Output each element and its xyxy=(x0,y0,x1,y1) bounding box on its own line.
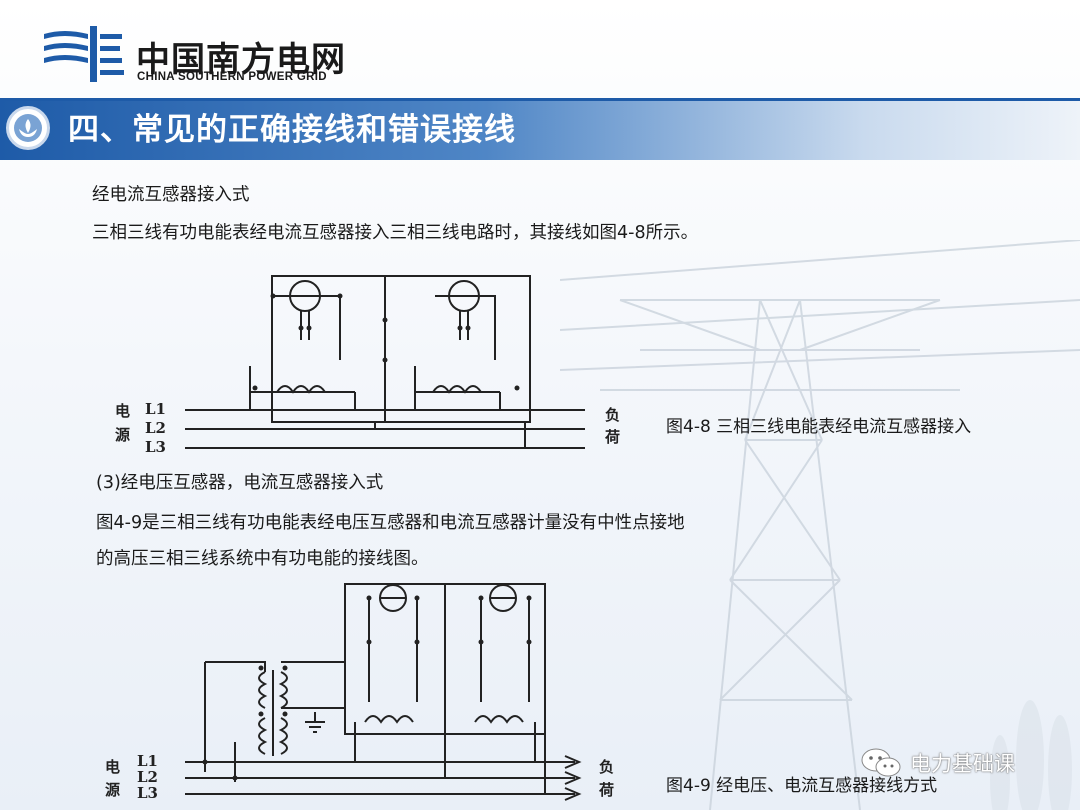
slide-title: 四、常见的正确接线和错误接线 xyxy=(68,112,516,148)
source-label-top: 电 xyxy=(115,402,130,420)
wiring-diagram-4-8: 电 源 L1 L2 L3 负 荷 xyxy=(115,275,620,456)
line-label-l1: L1 xyxy=(137,752,158,770)
figure-caption-4-9: 图4-9 经电压、电流互感器接线方式 xyxy=(666,776,938,796)
load-label-bottom: 荷 xyxy=(599,781,614,799)
line-label-l2: L2 xyxy=(145,419,166,437)
title-bullet-icon xyxy=(6,106,50,150)
csg-logo-icon xyxy=(44,26,124,82)
paragraph-5: 的高压三相三线系统中有功电能的接线图。 xyxy=(96,549,429,569)
paragraph-4: 图4-9是三相三线有功电能表经电压互感器和电流互感器计量没有中性点接地 xyxy=(96,513,685,533)
source-label-top: 电 xyxy=(105,758,120,776)
paragraph-2: 三相三线有功电能表经电流互感器接入三相三线电路时，其接线如图4-8所示。 xyxy=(92,223,699,243)
paragraph-1: 经电流互感器接入式 xyxy=(92,185,250,205)
watermark-text: 电力基础课 xyxy=(910,752,1015,776)
wechat-icon xyxy=(861,748,901,777)
line-label-l1: L1 xyxy=(145,400,166,418)
load-label-top: 负 xyxy=(599,758,614,776)
paragraph-3: (3)经电压互感器，电流互感器接入式 xyxy=(96,473,384,493)
source-label-bottom: 源 xyxy=(105,781,120,799)
load-label-top: 负 xyxy=(605,406,620,424)
wiring-diagram-4-9: 电 源 L1 L2 L3 负 荷 xyxy=(105,583,614,802)
line-label-l2: L2 xyxy=(137,768,158,786)
title-top-line xyxy=(0,98,1080,101)
figure-caption-4-8: 图4-8 三相三线电能表经电流互感器接入 xyxy=(666,417,972,437)
line-label-l3: L3 xyxy=(145,438,166,456)
line-label-l3: L3 xyxy=(137,784,158,802)
load-label-bottom: 荷 xyxy=(605,428,620,446)
logo-english-name: CHINA SOUTHERN POWER GRID xyxy=(137,71,327,83)
logo-chinese-name: 中国南方电网 xyxy=(136,40,346,80)
company-logo: 中国南方电网 CHINA SOUTHERN POWER GRID xyxy=(44,24,374,88)
title-bar xyxy=(0,98,1080,160)
background-power-tower xyxy=(560,240,1080,810)
source-label-bottom: 源 xyxy=(115,426,130,444)
